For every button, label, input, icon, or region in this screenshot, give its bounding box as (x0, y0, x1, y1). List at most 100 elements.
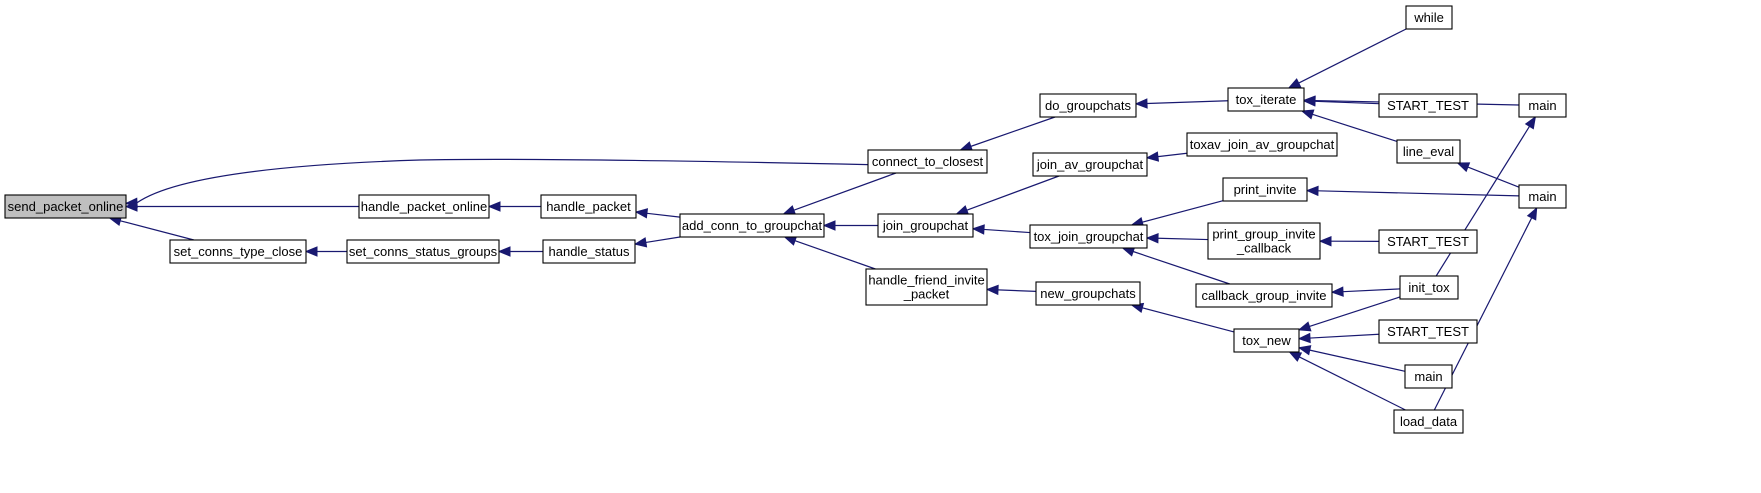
node-label: START_TEST (1387, 98, 1469, 113)
arrowhead-icon (1526, 206, 1538, 221)
node-START-TEST-2[interactable]: START_TEST (1378, 229, 1478, 254)
edge-line (1309, 333, 1380, 339)
node-toxav-join-av-groupchat[interactable]: toxav_join_av_groupchat (1186, 132, 1338, 157)
node-tox-iterate[interactable]: tox_iterate (1227, 87, 1305, 112)
edge-line (966, 175, 1060, 211)
node-label: add_conn_to_groupchat (682, 218, 823, 233)
node-init-tox[interactable]: init_tox (1399, 275, 1459, 300)
node-START-TEST-1[interactable]: START_TEST (1378, 93, 1478, 118)
node-print-invite[interactable]: print_invite (1222, 177, 1308, 202)
edge-tox_iterate-to-do_groupchats (1134, 98, 1229, 109)
node-box (1186, 132, 1338, 157)
edge-line (1309, 349, 1406, 372)
node-label: tox_new (1242, 333, 1291, 348)
arrowhead-icon (822, 220, 836, 231)
node-label: callback_group_invite (1201, 288, 1326, 303)
edge-join_av_groupchat-to-join_groupchat (955, 175, 1060, 215)
arrowhead-icon (955, 205, 970, 215)
node-label: _packet (903, 287, 950, 302)
node-new-groupchats[interactable]: new_groupchats (1035, 281, 1141, 306)
node-box (1195, 283, 1333, 308)
node-label: handle_status (549, 244, 630, 259)
node-while[interactable]: while (1405, 5, 1453, 30)
edge-handle_packet-to-handle_packet_online (487, 201, 541, 212)
edge-new_groupchats-to-handle_friend_invite_packet (985, 284, 1037, 296)
node-box (1207, 222, 1321, 260)
edge-tox_new-to-new_groupchats (1130, 302, 1235, 333)
edge-line_eval-to-tox_iterate (1300, 109, 1398, 142)
node-line-eval[interactable]: line_eval (1396, 139, 1461, 164)
edge-START_TEST_1-to-tox_iterate (1302, 96, 1380, 107)
node-set-conns-type-close[interactable]: set_conns_type_close (169, 239, 307, 264)
edge-line (1314, 100, 1380, 105)
node-join-groupchat[interactable]: join_groupchat (877, 213, 974, 238)
node-print-group-invite-callback[interactable]: print_group_invite_callback (1207, 222, 1321, 260)
node-label: toxav_join_av_groupchat (1190, 137, 1335, 152)
node-box (1378, 93, 1478, 118)
edge-init_tox-to-callback_group_invite (1330, 286, 1401, 297)
node-connect-to-closest[interactable]: connect_to_closest (867, 149, 988, 174)
edge-set_conns_status_groups-to-set_conns_type_close (304, 246, 347, 257)
node-label: init_tox (1408, 280, 1450, 295)
node-label: set_conns_status_groups (349, 244, 498, 259)
edge-toxav_join_av_groupchat-to-join_av_groupchat (1145, 151, 1188, 162)
edge-line (1342, 288, 1401, 293)
edge-line (1157, 237, 1209, 241)
node-label: tox_iterate (1236, 92, 1297, 107)
node-label: load_data (1400, 414, 1458, 429)
edge-line (1312, 113, 1398, 142)
node-handle-friend-invite-packet[interactable]: handle_friend_invite_packet (865, 268, 988, 306)
node-handle-status[interactable]: handle_status (542, 239, 636, 264)
node-label: print_group_invite (1212, 227, 1315, 242)
arrowhead-icon (1145, 233, 1159, 244)
node-label: join_av_groupchat (1036, 157, 1144, 172)
node-send-packet-online[interactable]: send_packet_online (4, 194, 127, 219)
node-box (540, 194, 637, 219)
edge-handle_friend_invite_packet-to-add_conn_to_groupchat (783, 235, 876, 270)
node-box (358, 194, 490, 219)
node-load-data[interactable]: load_data (1393, 409, 1464, 434)
node-label: line_eval (1403, 144, 1454, 159)
node-add-conn-to-groupchat[interactable]: add_conn_to_groupchat (679, 213, 825, 238)
node-label: main (1414, 369, 1442, 384)
node-label: connect_to_closest (872, 154, 984, 169)
node-main-1[interactable]: main (1518, 93, 1567, 118)
node-label: START_TEST (1387, 324, 1469, 339)
node-handle-packet[interactable]: handle_packet (540, 194, 637, 219)
node-label: print_invite (1234, 182, 1297, 197)
arrowhead-icon (1305, 185, 1319, 197)
arrowhead-icon (634, 208, 649, 219)
node-label: START_TEST (1387, 234, 1469, 249)
node-START-TEST-3[interactable]: START_TEST (1378, 319, 1478, 344)
node-main-3[interactable]: main (1404, 364, 1453, 389)
edge-set_conns_type_close-to-send_packet_online (108, 215, 195, 241)
node-do-groupchats[interactable]: do_groupchats (1039, 93, 1137, 118)
node-label: handle_packet_online (361, 199, 488, 214)
arrowhead-icon (1297, 332, 1311, 344)
arrowhead-icon (497, 246, 511, 257)
node-main-2[interactable]: main (1518, 184, 1567, 209)
edge-line (120, 220, 195, 241)
edge-do_groupchats-to-connect_to_closest (959, 116, 1056, 152)
edge-line (1142, 307, 1235, 333)
edge-add_conn_to_groupchat-to-handle_status (633, 236, 681, 248)
call-nodes: send_packet_online connect_to_closesthand… (4, 5, 1567, 434)
edge-main_2-to-line_eval (1456, 162, 1520, 188)
edge-connect_to_closest-to-add_conn_to_groupchat (782, 172, 897, 215)
node-tox-new[interactable]: tox_new (1233, 328, 1300, 353)
node-callback-group-invite[interactable]: callback_group_invite (1195, 283, 1333, 308)
node-join-av-groupchat[interactable]: join_av_groupchat (1032, 152, 1148, 177)
edge-connect_to_closest-to-send_packet_online (124, 158, 869, 208)
node-tox-join-groupchat[interactable]: tox_join_groupchat (1029, 224, 1148, 249)
node-box (865, 268, 988, 306)
arrowhead-icon (971, 224, 985, 235)
edge-line (1157, 152, 1188, 158)
node-label: do_groupchats (1045, 98, 1132, 113)
node-label: join_groupchat (882, 218, 969, 233)
arrowhead-icon (1145, 151, 1160, 162)
node-box (346, 239, 500, 264)
edge-main_3-to-tox_new (1297, 345, 1406, 372)
node-set-conns-status-groups[interactable]: set_conns_status_groups (346, 239, 500, 264)
node-handle-packet-online[interactable]: handle_packet_online (358, 194, 490, 219)
